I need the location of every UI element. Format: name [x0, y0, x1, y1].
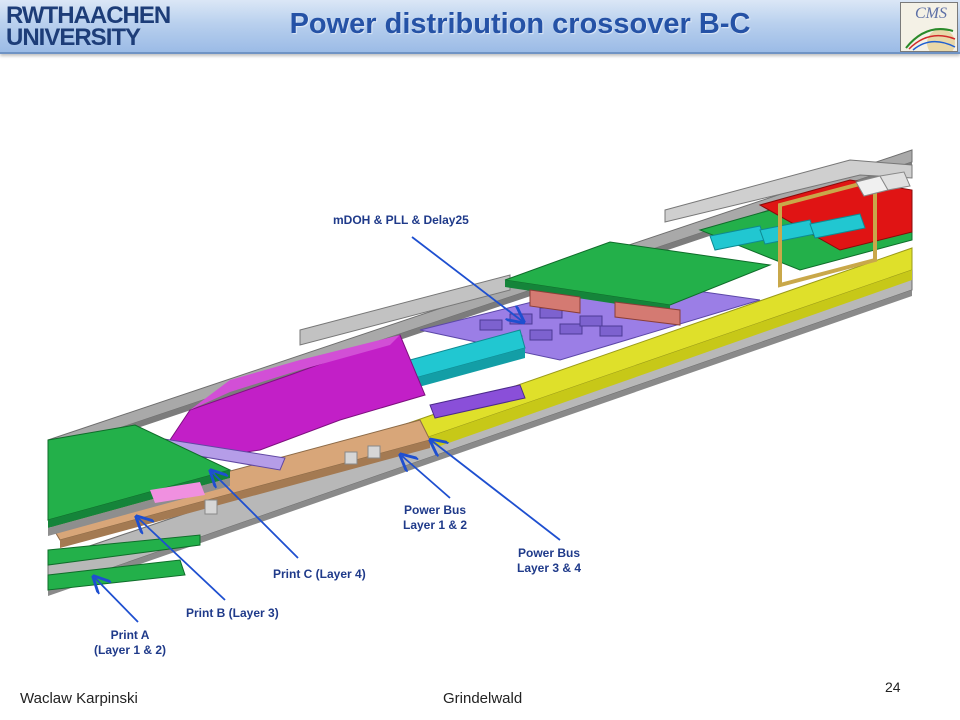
frame-box-right	[664, 159, 913, 223]
arrow-print-c	[212, 472, 299, 559]
label-power-bus-34: Power Bus Layer 3 & 4	[517, 546, 582, 575]
slide-title: Power distribution crossover B-C	[289, 8, 751, 40]
pink-strip	[150, 482, 205, 503]
title-bar: RWTHAACHEN UNIVERSITY Power distribution…	[0, 0, 960, 54]
page-number: 24	[885, 679, 901, 695]
cms-logo-text: CMS	[915, 5, 947, 22]
tan-rail-right	[778, 177, 877, 288]
magenta-flat-cable-fold	[190, 335, 400, 410]
label-power-bus-12: Power Bus Layer 1 & 2	[403, 503, 468, 532]
spacer-blocks	[204, 445, 381, 515]
arrow-print-a	[95, 578, 139, 623]
rwth-logo: RWTHAACHEN UNIVERSITY	[6, 2, 186, 51]
arrow-power-bus-34	[432, 441, 561, 541]
salmon-connectors	[529, 289, 681, 326]
green-board-print-a-bottom	[47, 559, 186, 591]
annotation-arrows	[95, 236, 561, 623]
white-chip	[855, 171, 911, 197]
footer-location: Grindelwald	[443, 690, 523, 707]
logo-line-1: RWTHAACHEN	[6, 2, 171, 29]
cyan-connectors-right	[709, 213, 866, 251]
arrow-print-b	[138, 518, 226, 601]
logo-line-2: UNIVERSITY	[6, 24, 141, 51]
label-print-a: Print A (Layer 1 & 2)	[94, 628, 167, 657]
yellow-power-board-strip	[420, 270, 912, 446]
frame-rail-bottom-edge	[48, 290, 912, 596]
cms-logo-graphic	[905, 28, 956, 51]
label-print-b: Print B (Layer 3)	[186, 606, 279, 620]
footer-author: Waclaw Karpinski	[20, 690, 138, 707]
green-board-print-b	[47, 534, 201, 566]
cms-logo: CMS	[900, 2, 958, 52]
purple-connector	[429, 384, 526, 419]
arrow-mdoh	[411, 236, 522, 321]
green-board-mdoh	[504, 241, 772, 306]
arrow-power-bus-12	[402, 456, 451, 499]
label-mdoh: mDOH & PLL & Delay25	[333, 213, 469, 227]
frame-box-left	[299, 274, 511, 346]
label-print-c: Print C (Layer 4)	[273, 567, 366, 581]
